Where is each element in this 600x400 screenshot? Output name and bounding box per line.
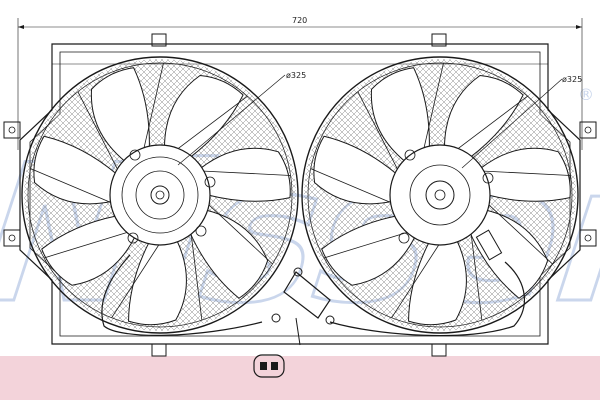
fan-blade (313, 135, 398, 205)
fan-blade (189, 209, 269, 299)
guard-spoke (357, 91, 398, 170)
guard-spoke (310, 168, 391, 203)
electrical-connector (253, 354, 285, 378)
fan-blade (90, 67, 150, 163)
wiring-harness (101, 254, 526, 346)
guard-spoke (30, 168, 111, 203)
guard-spoke (77, 91, 118, 170)
right-fan-blades (313, 67, 571, 326)
guard-spoke (470, 234, 483, 321)
mount-tab-left-lower (3, 229, 21, 247)
guard-spoke (190, 234, 203, 321)
fan-blade (41, 215, 136, 286)
fan-blade (479, 147, 571, 202)
mount-tab-right-lower (579, 229, 597, 247)
overall-width-label: 720 (292, 16, 307, 25)
mount-tab-bottom-right (431, 343, 447, 357)
mount-tab-top-right (431, 33, 447, 47)
left-fan-blades (33, 67, 291, 326)
fan-blade (163, 75, 244, 159)
right-diameter-callout: ø325 (461, 75, 582, 169)
overall-dimension: 720 (17, 16, 583, 150)
guard-spoke (203, 170, 291, 176)
guard-spoke (483, 170, 571, 176)
guard-spoke (143, 62, 164, 148)
right-fan-diameter-label: ø325 (562, 75, 582, 84)
left-diameter-callout: ø325 (177, 71, 306, 166)
guard-spoke (391, 244, 440, 319)
fan-blade (408, 239, 467, 326)
guard-spoke (423, 62, 444, 148)
mount-tab-right-upper (579, 121, 597, 139)
guard-spoke (178, 95, 248, 149)
mount-tab-top-left (151, 33, 167, 47)
guard-spoke (458, 95, 528, 149)
pink-band (0, 356, 600, 400)
fan-blade (321, 215, 416, 286)
left-fan (21, 56, 299, 334)
registered-mark: ® (578, 85, 594, 104)
fan-blade (33, 135, 118, 205)
right-motor-hub (389, 144, 503, 261)
fan-blade (443, 75, 524, 159)
left-motor-hub (109, 144, 216, 246)
guard-spoke (208, 204, 273, 265)
left-fan-spokes (30, 62, 291, 321)
guard-spoke (488, 204, 553, 265)
mount-tab-left-upper (3, 121, 21, 139)
guard-spoke (111, 244, 160, 319)
left-fan-diameter-label: ø325 (286, 71, 306, 80)
fan-blade (199, 147, 291, 202)
mount-tab-bottom-left (151, 343, 167, 357)
guard-spoke (43, 232, 128, 259)
right-fan-spokes (310, 62, 571, 321)
fan-blade (370, 67, 430, 163)
guard-spoke (323, 232, 408, 259)
fan-blade (128, 239, 187, 326)
